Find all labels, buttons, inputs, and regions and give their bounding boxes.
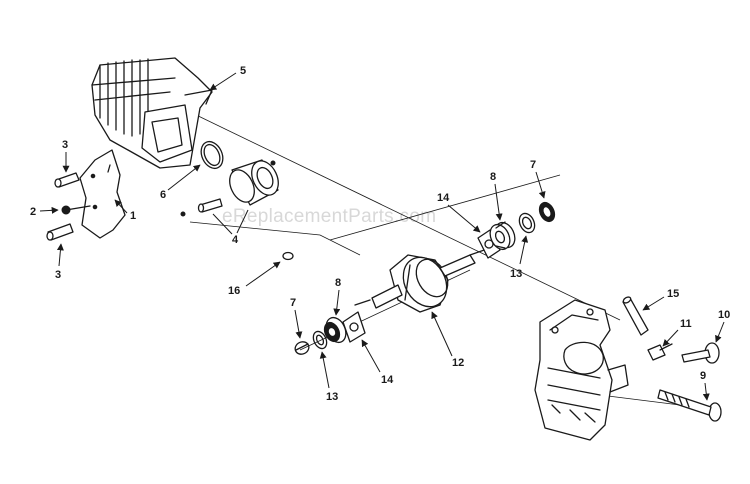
needle-pin-part xyxy=(282,251,294,261)
pin-axis-line xyxy=(189,221,361,256)
svg-text:12: 12 xyxy=(452,357,464,369)
dowel-pin-upper xyxy=(54,172,80,188)
svg-text:5: 5 xyxy=(240,65,246,77)
callout-8-lower: 8 xyxy=(333,277,341,316)
callout-3-lower: 3 xyxy=(55,243,64,281)
callout-16: 16 xyxy=(228,261,281,297)
svg-text:10: 10 xyxy=(718,309,730,321)
wrist-pin-part xyxy=(180,198,223,217)
svg-text:16: 16 xyxy=(228,285,240,297)
crankshaft-part xyxy=(354,247,491,313)
callout-9: 9 xyxy=(700,370,710,401)
callout-2: 2 xyxy=(30,206,59,218)
bearing-axis-line xyxy=(329,174,561,241)
callout-13-upper: 13 xyxy=(510,235,529,280)
retaining-ring-lower xyxy=(312,330,328,350)
cylinder-part xyxy=(91,57,213,169)
svg-text:15: 15 xyxy=(667,288,679,300)
svg-text:6: 6 xyxy=(160,189,166,201)
svg-text:1: 1 xyxy=(130,210,136,222)
assembly-axis-line xyxy=(189,111,621,321)
watermark-text: eReplacementParts.com xyxy=(222,206,436,227)
seal-lower-part xyxy=(342,311,366,343)
callout-11: 11 xyxy=(662,318,692,347)
svg-text:4: 4 xyxy=(232,234,239,246)
svg-text:13: 13 xyxy=(326,391,338,403)
svg-text:8: 8 xyxy=(490,171,496,183)
bearing-upper-part xyxy=(489,221,516,251)
svg-text:9: 9 xyxy=(700,370,706,382)
callout-14-lower: 14 xyxy=(361,339,394,386)
svg-text:7: 7 xyxy=(290,297,296,309)
svg-text:7: 7 xyxy=(530,159,536,171)
fitting-part xyxy=(647,343,673,361)
piston-part xyxy=(229,159,279,206)
circlip-lower xyxy=(294,341,310,355)
callout-12: 12 xyxy=(431,311,464,369)
locating-pin-part xyxy=(622,296,649,336)
callout-14-upper: 14 xyxy=(437,192,481,233)
crankcase-part xyxy=(534,299,629,441)
svg-text:3: 3 xyxy=(55,269,61,281)
retaining-ring-upper xyxy=(518,212,536,234)
callout-6: 6 xyxy=(160,164,201,201)
bolt-lower-part xyxy=(657,389,722,422)
callout-7-upper: 7 xyxy=(530,159,546,199)
piston-ring-part xyxy=(200,140,224,170)
svg-text:8: 8 xyxy=(335,277,341,289)
bearing-lower-part xyxy=(323,316,347,344)
svg-text:11: 11 xyxy=(680,318,692,330)
screw-small xyxy=(61,205,91,215)
circlip-upper xyxy=(538,201,556,223)
callout-8-upper: 8 xyxy=(490,171,503,221)
callout-7-lower: 7 xyxy=(290,297,303,339)
bolt-upper-part xyxy=(681,342,720,364)
svg-text:14: 14 xyxy=(381,374,394,386)
callout-1: 1 xyxy=(114,199,136,222)
callout-10: 10 xyxy=(715,309,730,343)
callout-3-upper: 3 xyxy=(62,139,70,173)
callout-4: 4 xyxy=(212,209,249,246)
callout-13-lower: 13 xyxy=(319,351,338,403)
callout-15: 15 xyxy=(642,288,679,311)
svg-text:2: 2 xyxy=(30,206,36,218)
gasket-plate-part xyxy=(79,149,126,239)
callout-5: 5 xyxy=(209,65,246,91)
dowel-pin-lower xyxy=(46,223,74,241)
svg-text:14: 14 xyxy=(437,192,450,204)
svg-text:3: 3 xyxy=(62,139,68,151)
svg-text:13: 13 xyxy=(510,268,522,280)
